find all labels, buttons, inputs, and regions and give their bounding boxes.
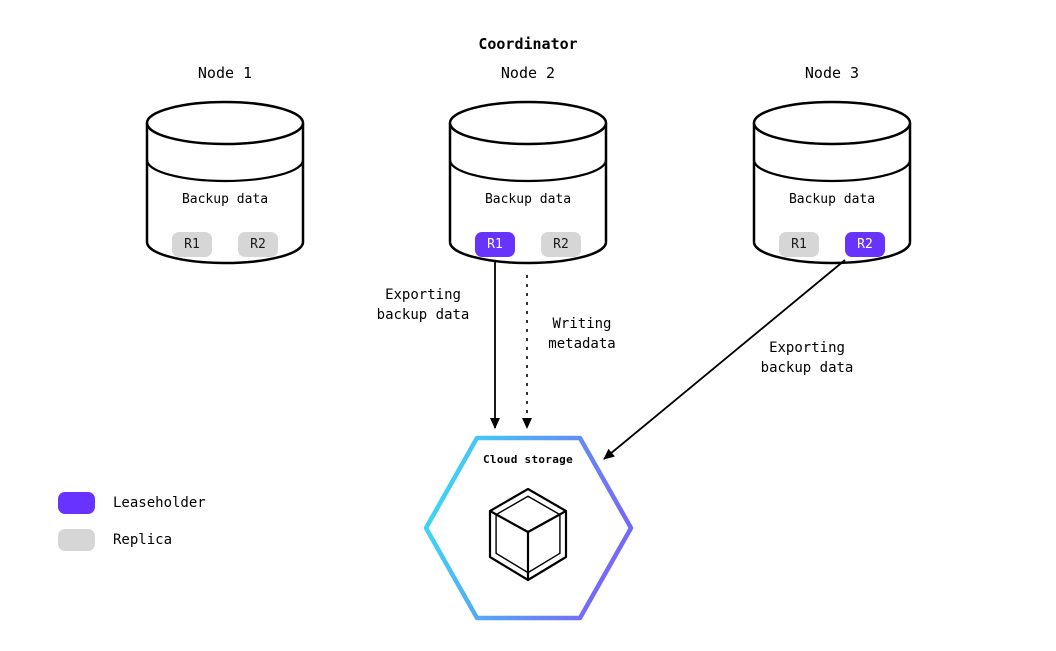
- cube-icon: [488, 487, 568, 582]
- node1-cylinder: [145, 100, 305, 265]
- node2-leaseholder-r1-badge: R1: [475, 232, 515, 257]
- node3-replica-r1-badge: R1: [779, 232, 819, 257]
- arrow-export-node3: [603, 259, 846, 460]
- node3-leaseholder-r2-badge: R2: [845, 232, 885, 257]
- node1-replica-r1-badge: R1: [172, 232, 212, 257]
- node1-title: Node 1: [197, 64, 253, 82]
- legend-leaseholder-label: Leaseholder: [113, 495, 206, 511]
- write-metadata-label: Writing metadata: [548, 316, 616, 352]
- node1-replica-r2-badge: R2: [238, 232, 278, 257]
- cloud-storage-hexagon: [423, 435, 634, 621]
- coordinator-title: Coordinator: [478, 35, 578, 53]
- node2-title: Node 2: [500, 64, 556, 82]
- node1-backup-data-label: Backup data: [181, 192, 269, 207]
- legend-replica-swatch: [58, 529, 95, 551]
- cloud-storage-label: Cloud storage: [483, 453, 573, 466]
- node2-replica-r2-badge: R2: [541, 232, 581, 257]
- node2-cylinder: [448, 100, 608, 265]
- export-node3-label: Exporting backup data: [760, 340, 854, 376]
- legend-leaseholder-swatch: [58, 492, 95, 514]
- node3-cylinder: [752, 100, 912, 265]
- node2-backup-data-label: Backup data: [484, 192, 572, 207]
- legend-replica-label: Replica: [113, 532, 173, 548]
- node3-title: Node 3: [804, 64, 860, 82]
- node3-backup-data-label: Backup data: [788, 192, 876, 207]
- export-node2-label: Exporting backup data: [376, 287, 470, 323]
